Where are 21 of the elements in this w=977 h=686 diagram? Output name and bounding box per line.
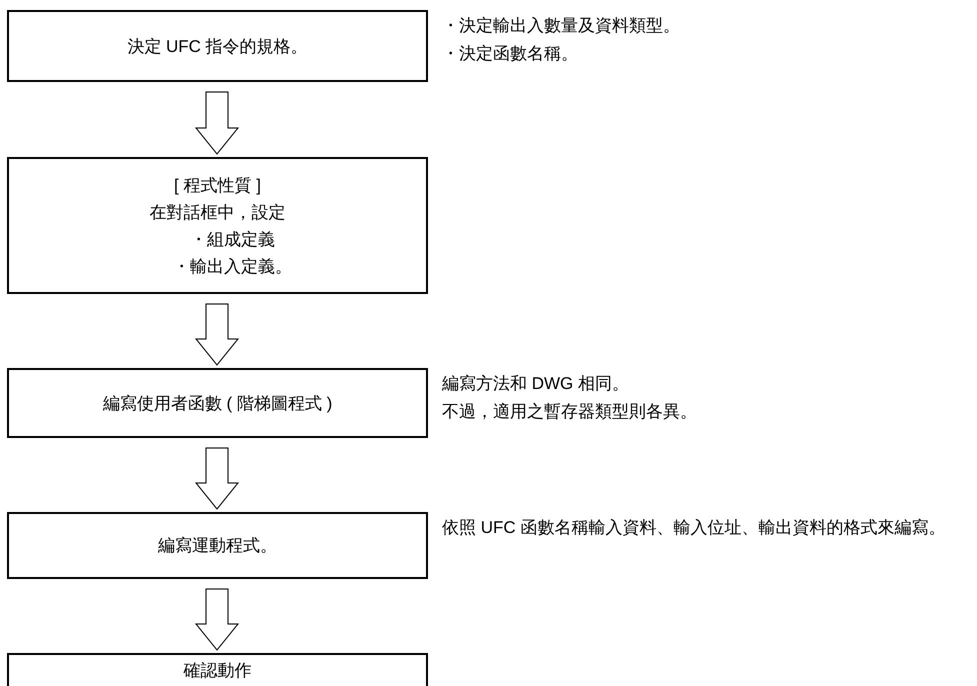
box-text: 編寫運動程式。 [158,535,277,557]
note-text: 編寫方法和 DWG 相同。 [442,373,630,395]
process-box [7,368,428,438]
block-arrow [194,448,240,510]
box-text: 在對話框中，設定 [150,202,286,224]
box-text: ・輸出入定義。 [172,256,292,278]
note-text: 不過，適用之暫存器類型則各異。 [442,401,697,423]
note-text: ・決定函數名稱。 [442,43,579,65]
note-text: 依照 UFC 函數名稱輸入資料、輸入位址、輸出資料的格式來編寫。 [442,517,946,539]
box-heading: [ 程式性質 ] [174,174,261,196]
box-text: 編寫使用者函數 ( 階梯圖程式 ) [102,392,332,414]
process-box [7,157,428,294]
process-box [7,10,428,82]
note-text: ・決定輸出入數量及資料類型。 [442,15,680,37]
block-arrow [194,92,240,155]
block-arrow [194,588,240,651]
box-text: 確認動作 [184,660,252,682]
block-arrow [194,304,240,366]
box-text: 決定 UFC 指令的規格。 [127,36,308,58]
box-text: ・組成定義 [189,228,275,250]
process-box [7,512,428,579]
